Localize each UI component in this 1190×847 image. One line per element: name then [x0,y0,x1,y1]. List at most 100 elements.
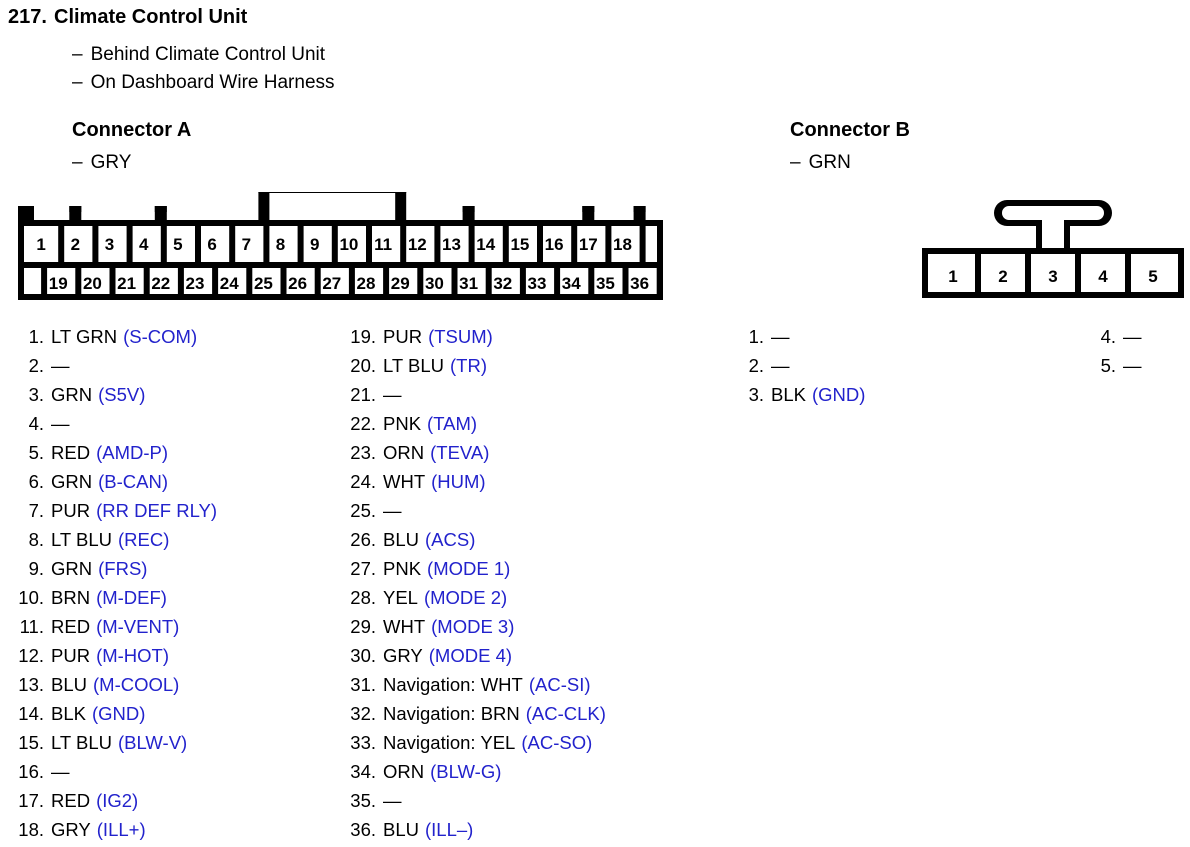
pin-list-item: 36.BLU(ILL–) [346,815,686,844]
pin-signal-name: (TAM) [427,412,478,434]
pin-number: 8. [28,528,44,550]
pin-wire-color: Navigation: WHT [383,673,523,695]
connector-a-pin-label: 1 [36,235,45,254]
pin-number: 16. [18,760,44,782]
pin-signal-name: (IG2) [96,789,139,811]
connector-a-pin-label: 27 [322,274,341,293]
page-title: 217.Climate Control Unit [8,6,247,29]
pin-number: 10. [18,586,44,608]
pin-list-item: 14.BLK(GND) [14,699,344,728]
connector-a-pin-label: 31 [459,274,478,293]
pin-signal-name: (GND) [91,702,146,724]
pin-signal-name: (BLW-G) [430,760,502,782]
connector-a-pin-label: 13 [442,235,461,254]
connector-a-pin-label: 15 [510,235,529,254]
pin-signal-name: (TSUM) [428,325,493,347]
pin-list-item: 31.Navigation: WHT(AC-SI) [346,670,686,699]
pin-signal-name: (AC-SO) [521,731,593,753]
pin-empty-dash: — [383,789,402,811]
pin-signal-name: (M-COOL) [93,673,180,695]
pin-number: 4. [1100,325,1116,347]
pin-signal-name: (RR DEF RLY) [96,499,217,521]
connector-a-pin-label: 7 [242,235,251,254]
connector-a-pin-label: 11 [374,235,392,254]
pin-signal-name: (MODE 1) [427,557,511,579]
pin-number: 17. [18,789,44,811]
pin-wire-color: PUR [383,325,423,347]
pin-list-item: 5.— [1086,351,1186,380]
connector-b-pin-label: 3 [1048,267,1057,286]
connector-b-pin-label: 4 [1098,267,1108,286]
pin-signal-name: (AC-SI) [528,673,591,695]
pin-number: 14. [18,702,44,724]
pin-signal-name: (MODE 3) [431,615,515,637]
pin-list-item: 6.GRN(B-CAN) [14,467,344,496]
connector-a-pin-label: 29 [391,274,410,293]
pin-wire-color: BRN [51,586,91,608]
pin-empty-dash: — [383,499,402,521]
location-line-2: –On Dashboard Wire Harness [72,72,335,94]
pin-list-item: 30.GRY(MODE 4) [346,641,686,670]
pin-list-item: 26.BLU(ACS) [346,525,686,554]
pin-list-item: 34.ORN(BLW-G) [346,757,686,786]
pin-list-item: 24.WHT(HUM) [346,467,686,496]
pin-signal-name: (M-HOT) [96,644,170,666]
connector-a-pin-label: 36 [630,274,649,293]
pin-list-item: 1.LT GRN(S-COM) [14,322,344,351]
pin-signal-name: (MODE 4) [428,644,513,666]
pin-signal-name: (M-DEF) [96,586,167,608]
pin-signal-name: (ACS) [425,528,476,550]
connector-a-pin-label: 14 [476,235,495,254]
pin-list-item: 4. — [1086,322,1186,351]
pin-number: 13. [18,673,44,695]
connector-b-pin-label: 5 [1148,267,1157,286]
pin-empty-dash: — [1123,325,1142,347]
pin-number: 4. [28,412,44,434]
pin-number: 21. [350,383,376,405]
pin-empty-dash: — [383,383,402,405]
pin-wire-color: GRN [51,383,93,405]
pin-number: 35. [350,789,376,811]
pin-list-item: 8.LT BLU(REC) [14,525,344,554]
pin-wire-color: PUR [51,499,91,521]
pin-number: 7. [28,499,44,521]
connector-a-pin-label: 20 [83,274,102,293]
pin-number: 28. [350,586,376,608]
pin-number: 5. [1100,354,1116,376]
pin-list-item: 32.Navigation: BRN(AC-CLK) [346,699,686,728]
pin-number: 24. [350,470,376,492]
pin-list-item: 25.— [346,496,686,525]
pin-list-item: 13.BLU(M-COOL) [14,670,344,699]
pin-wire-color: RED [51,615,91,637]
pin-number: 30. [350,644,376,666]
pin-number: 29. [350,615,376,637]
pin-list-item: 29.WHT(MODE 3) [346,612,686,641]
connector-a-pin-label: 16 [545,235,564,254]
pin-number: 3. [28,383,44,405]
pin-list-item: 12.PUR(M-HOT) [14,641,344,670]
connector-a-pin-label: 25 [254,274,273,293]
pin-signal-name: (AMD-P) [96,441,168,463]
connector-a-color-text: GRY [90,152,132,173]
connector-a-pin-label: 21 [117,274,136,293]
pin-number: 23. [350,441,376,463]
connector-b-pin-label: 1 [948,267,957,286]
pin-signal-name: (ILL+) [96,818,146,840]
pin-number: 3. [748,383,764,405]
connector-a-pin-label: 6 [207,235,216,254]
pin-empty-dash: — [51,760,70,782]
pin-wire-color: GRN [51,557,93,579]
connector-a-pin-label: 18 [613,235,632,254]
pin-number: 9. [28,557,44,579]
pin-list-item: 16. — [14,757,344,786]
location-text: Behind Climate Control Unit [90,44,326,65]
pin-number: 5. [28,441,44,463]
pin-list-item: 11.RED(M-VENT) [14,612,344,641]
dash-glyph: – [72,152,83,173]
pin-signal-name: (GND) [811,383,866,405]
pin-wire-color: ORN [383,441,425,463]
connector-a-pin-label: 4 [139,235,149,254]
pin-list-item: 4.— [14,409,344,438]
